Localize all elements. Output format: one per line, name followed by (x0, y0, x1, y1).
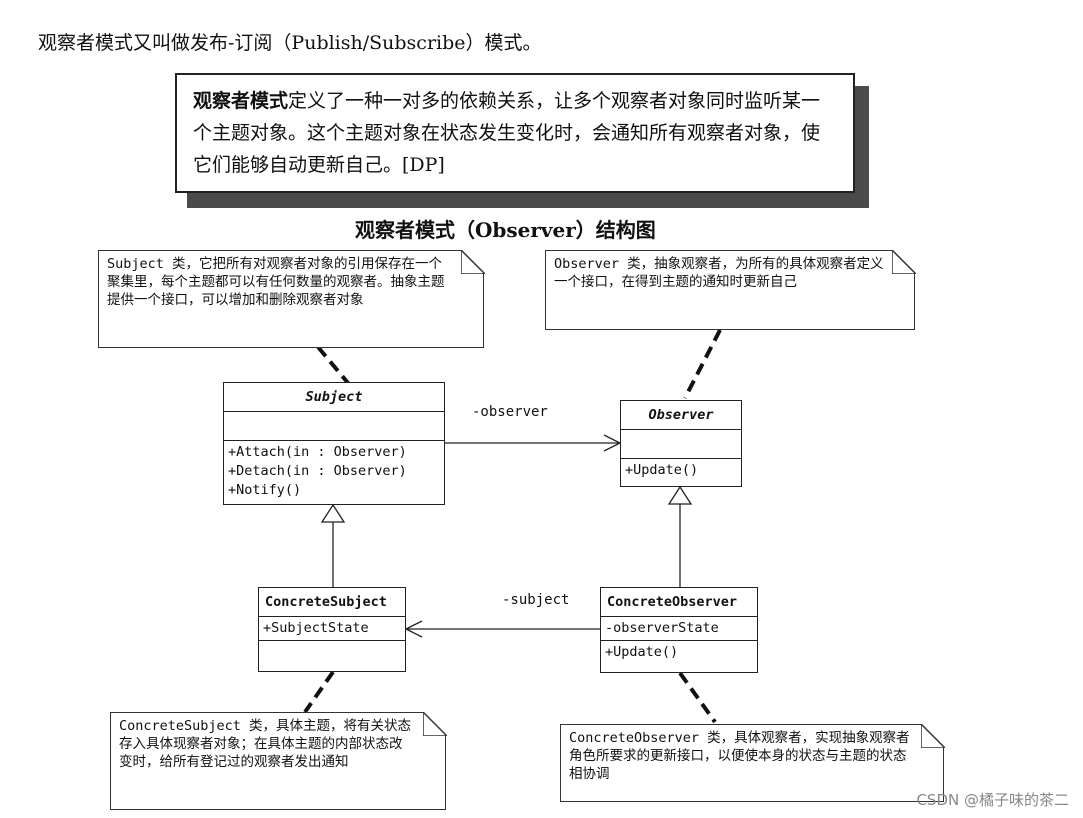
concrete-observer-note-anchor (678, 671, 717, 724)
concrete-subject-class: ConcreteSubject +SubjectState (258, 587, 406, 672)
concrete-subject-note-anchor (303, 670, 335, 714)
concrete-observer-note: ConcreteObserver 类，具体观察者，实现抽象观察者角色所要求的更新… (560, 723, 945, 802)
observer-note: Observer 类，抽象观察者，为所有的具体观察者定义一个接口，在得到主题的通… (545, 249, 916, 330)
observer-generalization-arrow (667, 485, 693, 505)
observer-note-anchor (683, 329, 722, 399)
subject-association-label: -subject (502, 592, 570, 608)
watermark: CSDN @橘子味的茶二 (916, 791, 1069, 809)
concrete-subject-attributes: +SubjectState (259, 617, 405, 641)
concrete-subject-note: ConcreteSubject 类，具体主题，将有关状态存入具体现察者对象；在具… (110, 711, 447, 810)
concrete-subject-attribute: +SubjectState (263, 620, 369, 636)
subject-method: +Attach(in : Observer) (228, 444, 407, 460)
note-fold-icon (460, 249, 485, 274)
observer-methods: +Update() (621, 459, 741, 482)
definition-box: 观察者模式定义了一种一对多的依赖关系，让多个观察者对象同时监听某一个主题对象。这… (175, 73, 855, 193)
observer-class-name: Observer (621, 401, 741, 430)
subject-attributes (224, 412, 444, 441)
observer-note-text: Observer 类，抽象观察者，为所有的具体观察者定义一个接口，在得到主题的通… (554, 256, 884, 290)
subject-method: +Detach(in : Observer) (228, 463, 407, 479)
observer-attributes (621, 430, 741, 459)
subject-note: Subject 类，它把所有对观察者对象的引用保存在一个聚集里，每个主题都可以有… (98, 249, 485, 348)
concrete-subject-class-name: ConcreteSubject (259, 588, 405, 617)
concrete-observer-attributes: -observerState (601, 617, 757, 641)
subject-association-arrow (404, 620, 423, 638)
subject-generalization-arrow (320, 503, 346, 523)
concrete-observer-class-name: ConcreteObserver (601, 588, 757, 617)
note-fold-icon (891, 249, 916, 274)
subject-class: Subject +Attach(in : Observer) +Detach(i… (223, 382, 445, 505)
note-fold-icon (422, 711, 447, 736)
subject-note-text: Subject 类，它把所有对观察者对象的引用保存在一个聚集里，每个主题都可以有… (107, 256, 445, 308)
concrete-observer-method: +Update() (605, 644, 679, 660)
subject-class-name: Subject (224, 383, 444, 412)
observer-class: Observer +Update() (620, 400, 742, 487)
concrete-subject-note-text: ConcreteSubject 类，具体主题，将有关状态存入具体现察者对象；在具… (119, 718, 412, 770)
subject-note-anchor (316, 345, 350, 385)
subject-methods: +Attach(in : Observer) +Detach(in : Obse… (224, 441, 444, 502)
intro-text: 观察者模式又叫做发布-订阅（Publish/Subscribe）模式。 (38, 32, 542, 54)
note-fold-icon (920, 723, 945, 748)
concrete-observer-methods: +Update() (601, 641, 757, 664)
observer-association-label: -observer (472, 404, 548, 420)
observer-method: +Update() (625, 462, 699, 478)
concrete-observer-note-text: ConcreteObserver 类，具体观察者，实现抽象观察者角色所要求的更新… (569, 730, 910, 782)
concrete-observer-attribute: -observerState (605, 620, 719, 636)
definition-text: 定义了一种一对多的依赖关系，让多个观察者对象同时监听某一个主题对象。这个主题对象… (193, 90, 821, 176)
diagram-title: 观察者模式（Observer）结构图 (355, 218, 656, 242)
concrete-subject-methods (259, 641, 405, 669)
subject-method: +Notify() (228, 482, 302, 498)
definition-term: 观察者模式 (193, 90, 289, 112)
concrete-observer-class: ConcreteObserver -observerState +Update(… (600, 587, 758, 673)
